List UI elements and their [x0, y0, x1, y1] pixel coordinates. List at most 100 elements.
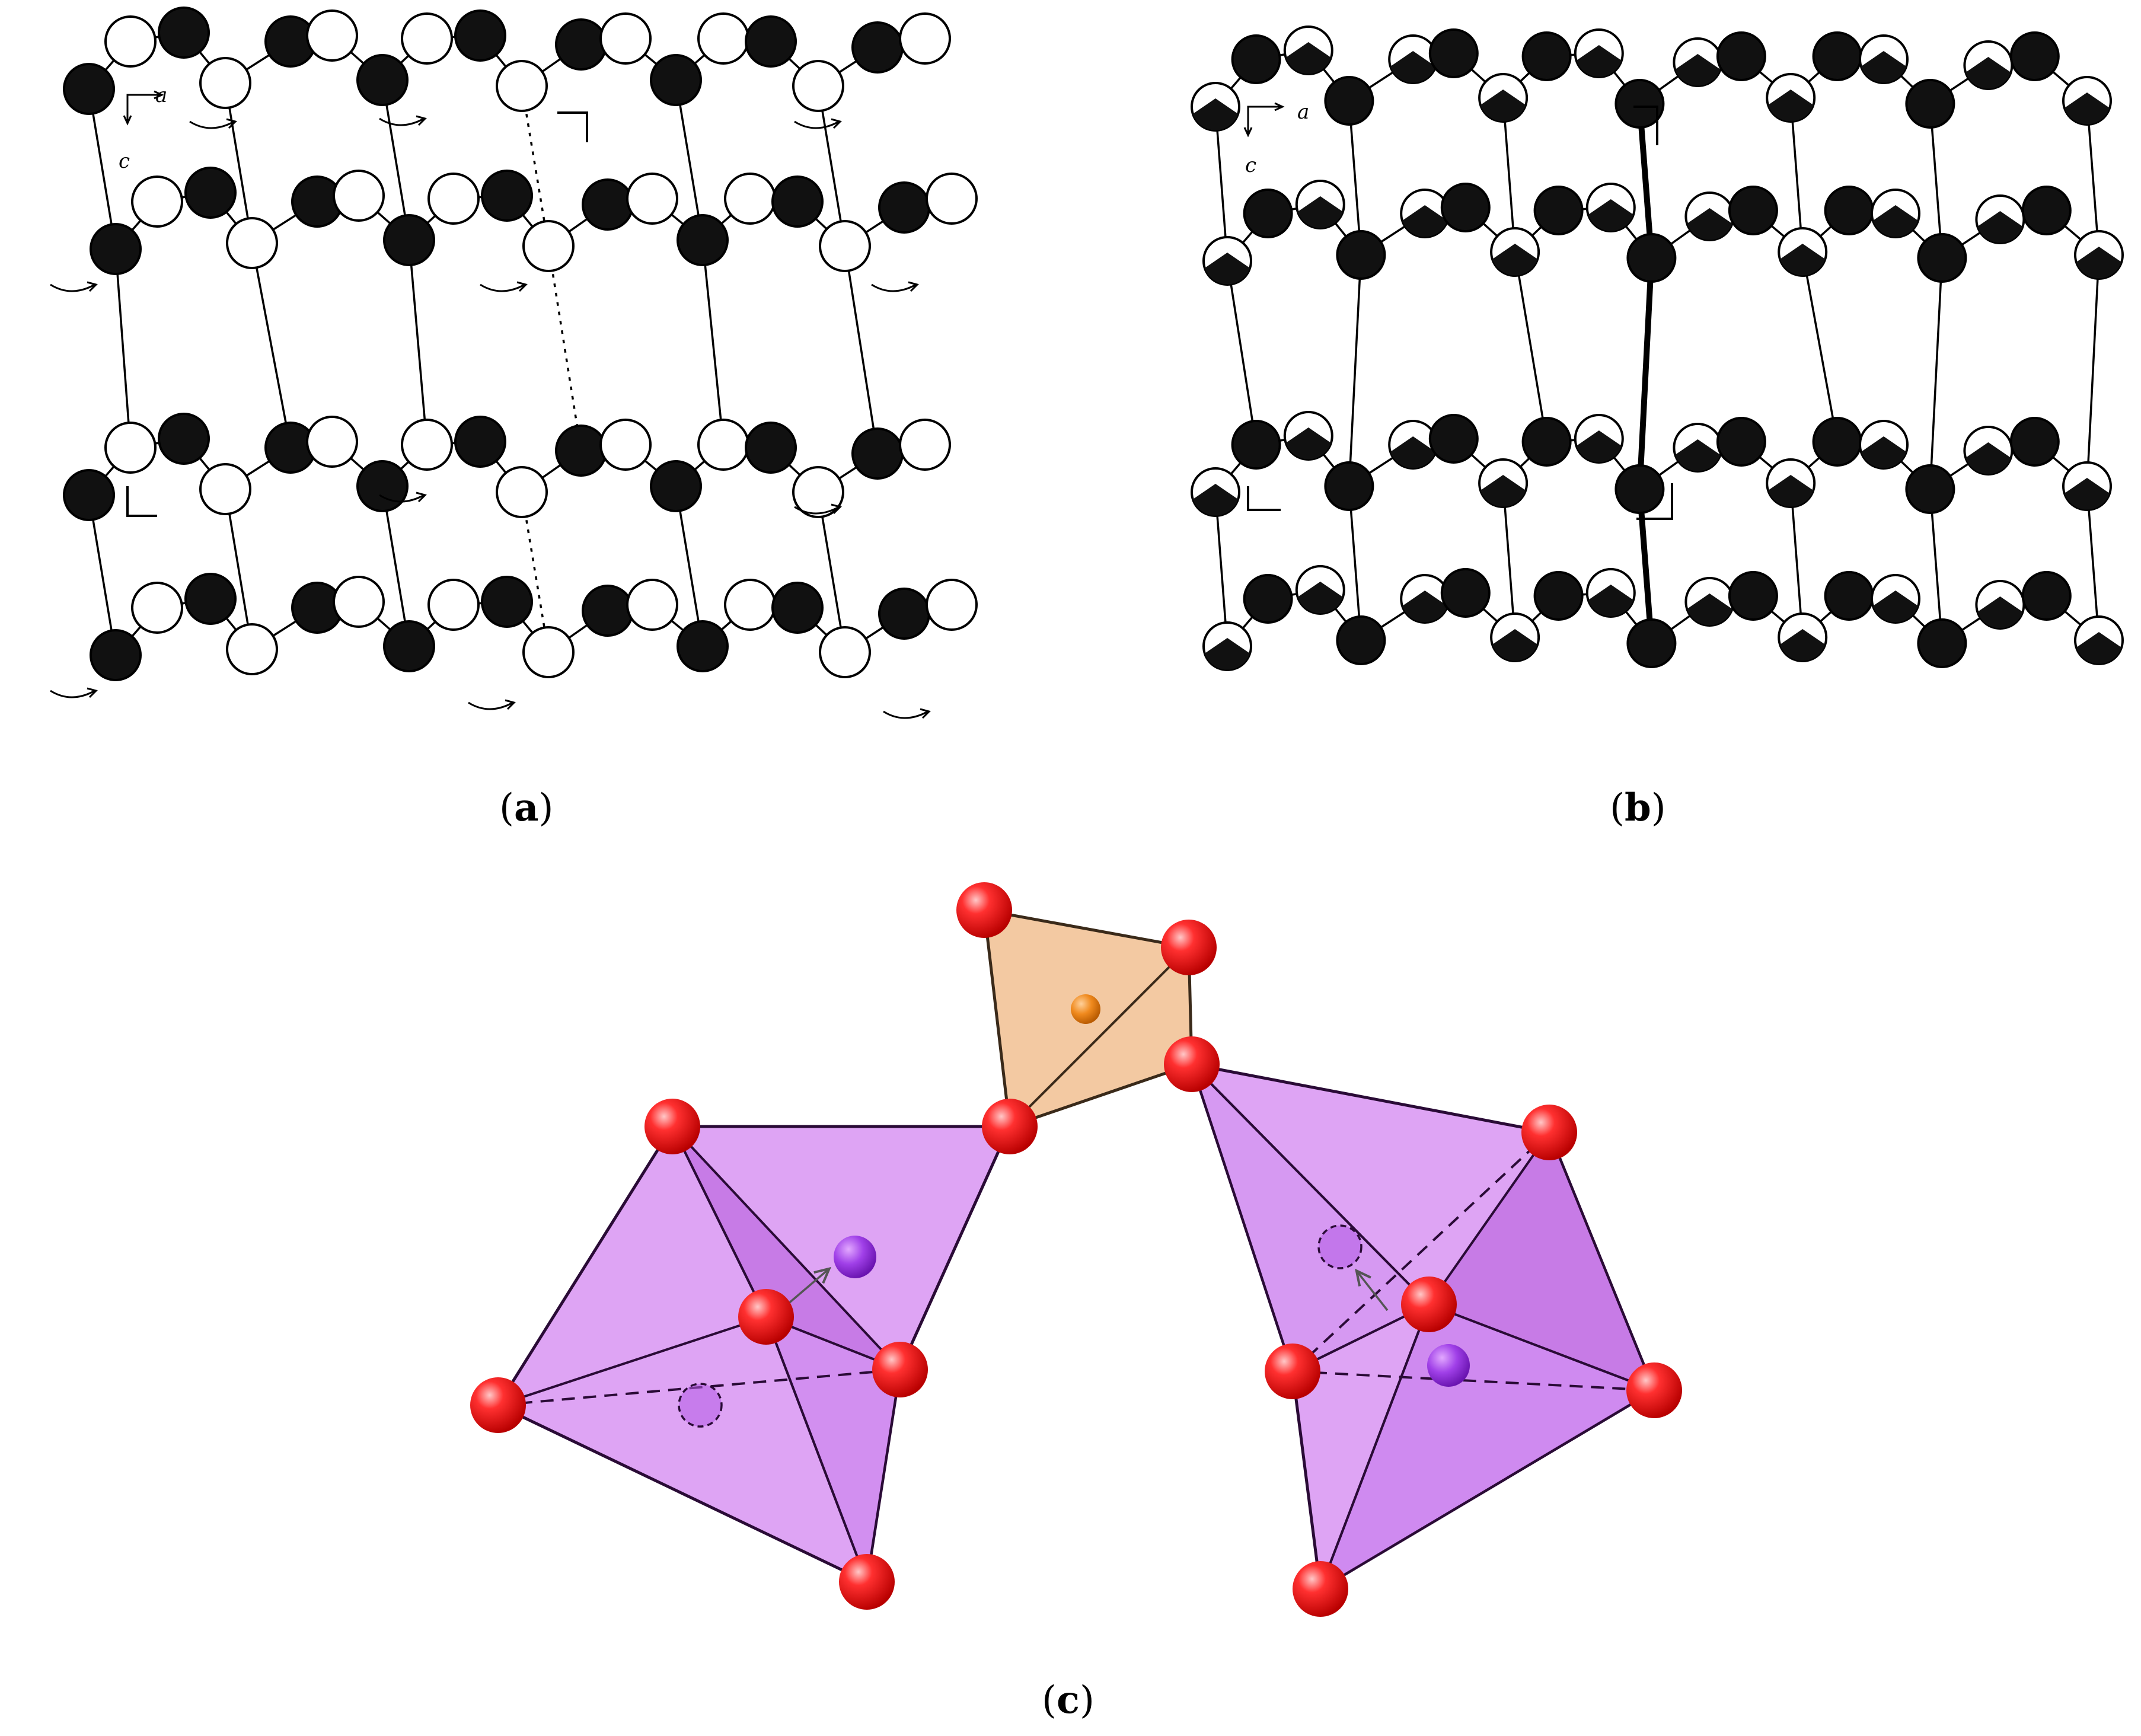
filled-atom	[1533, 186, 1584, 235]
oxygen-atom	[644, 1099, 700, 1154]
oxygen-atom	[470, 1377, 526, 1433]
open-atom	[697, 419, 749, 471]
filled-atom	[677, 214, 729, 266]
filled-atom	[1324, 76, 1374, 126]
open-atom	[724, 173, 776, 225]
filled-atom	[878, 181, 930, 234]
oxygen-atom	[1401, 1277, 1457, 1332]
open-atom	[724, 579, 776, 631]
open-atom	[1778, 612, 1828, 662]
open-atom	[1283, 25, 1333, 75]
filled-atom	[1716, 417, 1766, 467]
open-atom	[697, 12, 749, 65]
open-atom	[1574, 28, 1624, 78]
open-atom	[1202, 236, 1252, 286]
filled-atom	[1231, 34, 1281, 84]
filled-atom	[2021, 571, 2072, 621]
open-atom	[199, 463, 251, 515]
open-atom	[1963, 426, 2014, 476]
open-atom	[1859, 34, 1909, 84]
filled-atom	[1243, 574, 1293, 624]
open-atom	[333, 576, 385, 628]
filled-atom	[650, 54, 702, 106]
caption-c: (c)	[1042, 1678, 1095, 1722]
open-atom	[819, 626, 871, 678]
filled-atom	[2009, 31, 2060, 81]
right-cation-hidden	[1317, 1224, 1363, 1269]
filled-atom	[1812, 417, 1862, 467]
panel-a-chain-structure: a c	[0, 0, 996, 765]
filled-atom	[1917, 233, 1967, 283]
open-atom	[306, 416, 358, 468]
oxygen-atom	[1293, 1561, 1348, 1617]
open-atom	[1191, 467, 1240, 517]
open-atom	[599, 419, 652, 471]
oxygen-atom	[1164, 1036, 1220, 1092]
filled-atom	[771, 582, 824, 634]
open-atom	[899, 12, 951, 65]
open-atom	[899, 419, 951, 471]
filled-atom	[90, 629, 142, 681]
open-atom	[1490, 612, 1540, 662]
open-atom	[1778, 227, 1828, 277]
oxygen-atom	[1521, 1105, 1577, 1160]
filled-atom	[63, 63, 115, 115]
filled-atom	[1626, 233, 1677, 283]
open-atom	[2074, 230, 2124, 280]
open-atom	[226, 623, 278, 675]
open-atom	[926, 579, 978, 631]
filled-atom	[650, 460, 702, 512]
caption-b: (b)	[1610, 786, 1666, 830]
filled-atom	[851, 21, 904, 74]
panel-a-axis-label-a: a	[155, 84, 167, 107]
filled-atom	[582, 178, 634, 231]
open-atom	[1975, 580, 2025, 630]
open-atom	[427, 579, 480, 631]
filled-atom	[851, 427, 904, 480]
open-atom	[1684, 192, 1735, 241]
open-atom	[792, 60, 844, 112]
filled-atom	[454, 9, 506, 62]
filled-atom	[1324, 461, 1374, 511]
filled-atom	[1428, 414, 1479, 464]
filled-atom	[771, 175, 824, 228]
right-cation	[1427, 1344, 1470, 1387]
filled-atom	[1231, 420, 1281, 470]
open-atom	[427, 173, 480, 225]
open-atom	[1963, 40, 2014, 90]
filled-atom	[745, 15, 797, 68]
tetrahedral-cation	[1071, 994, 1100, 1024]
filled-atom	[1440, 183, 1491, 232]
panel-a-axis-label-c: c	[119, 149, 130, 173]
filled-atom	[2021, 186, 2072, 235]
open-atom	[1975, 194, 2025, 244]
open-atom	[1684, 577, 1735, 627]
filled-atom	[555, 425, 607, 477]
filled-atom	[383, 214, 435, 266]
left-polyhedron	[496, 1125, 1012, 1584]
open-atom	[104, 15, 157, 68]
oxygen-atom	[982, 1099, 1038, 1154]
filled-atom	[1614, 464, 1665, 514]
open-atom	[1859, 420, 1909, 470]
open-atom	[626, 579, 678, 631]
open-atom	[306, 9, 358, 62]
filled-atom	[356, 54, 409, 106]
open-atom	[1673, 423, 1723, 473]
open-atom	[1202, 621, 1252, 671]
filled-atom	[454, 416, 506, 468]
filled-atom	[1716, 31, 1766, 81]
open-atom	[1585, 568, 1636, 618]
oxygen-atoms	[470, 882, 1682, 1617]
filled-atom	[1626, 618, 1677, 668]
open-atom	[599, 12, 652, 65]
open-atom	[1478, 458, 1529, 508]
open-atom	[2074, 615, 2124, 665]
open-atom	[496, 466, 548, 518]
panel-b-axis-label-c: c	[1245, 154, 1256, 177]
filled-atom	[555, 18, 607, 71]
open-atom	[522, 626, 575, 678]
open-atom	[926, 173, 978, 225]
filled-atom	[582, 585, 634, 637]
open-atom	[333, 170, 385, 222]
